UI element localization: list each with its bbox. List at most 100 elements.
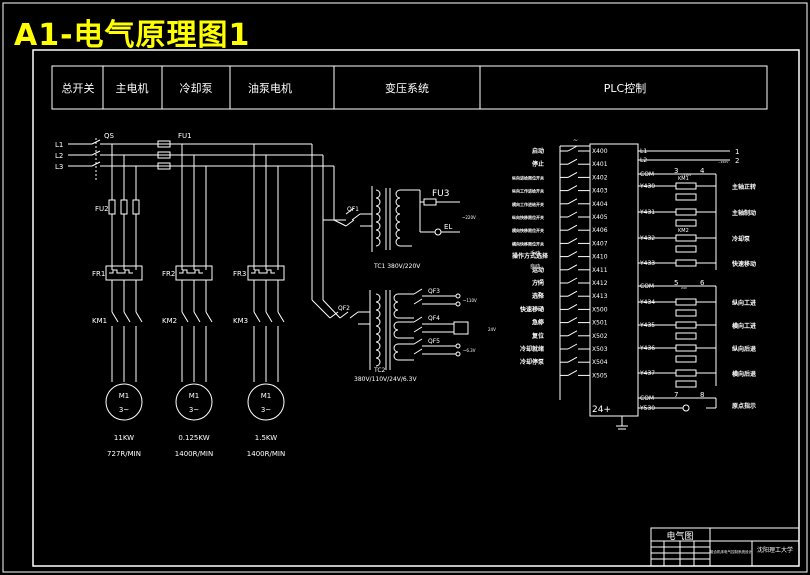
- header-coolant-pump: 冷却泵: [180, 82, 213, 95]
- qf3-label: QF3: [428, 288, 440, 295]
- plc-input-row: X411 运动: [532, 264, 608, 274]
- plc-input-label: 停止: [532, 160, 544, 168]
- input-contact: [567, 198, 578, 205]
- input-contact: [567, 158, 578, 165]
- input-contact: [567, 185, 578, 192]
- coil-km2-label: KM2: [678, 228, 689, 234]
- mode-select-label: 操作方式选择: [512, 252, 549, 260]
- el-label: EL: [444, 223, 452, 231]
- plc-output-label: 冷却泵: [732, 235, 751, 243]
- plc-output-code: Y435: [639, 322, 655, 329]
- motor3-speed: 1400R/MIN: [247, 450, 285, 458]
- tc2-ratio: 380V/110V/24V/6.3V: [354, 376, 417, 383]
- plc-top-label: ~: [573, 137, 578, 144]
- input-contact: [567, 369, 578, 376]
- plc-input-label: 复位: [531, 332, 544, 340]
- plc-input-label: 横向快移限位开关: [511, 240, 544, 246]
- term-small-24: 24V: [681, 286, 688, 290]
- input-contact: [567, 303, 578, 310]
- plc-input-row: X505: [560, 369, 608, 379]
- terminal-6: 6: [700, 279, 705, 287]
- page-title: A1-电气原理图1: [14, 18, 251, 53]
- plc-input-code: X406: [592, 227, 608, 234]
- plc-output-code: L1: [640, 148, 647, 155]
- qf1-label: QF1: [347, 206, 359, 213]
- motor2-power: 0.125KW: [178, 434, 209, 442]
- qs-label: QS: [104, 132, 115, 140]
- plc-input-code: X501: [592, 320, 608, 327]
- terminal-1: 1: [735, 148, 739, 156]
- power-circuit: [68, 138, 347, 421]
- plc-output-code: Y437: [639, 370, 655, 377]
- plc-24v-label: 24+: [592, 405, 611, 415]
- plc-input-code: X504: [592, 359, 608, 366]
- km1-label: KM1: [92, 317, 107, 325]
- plc-input-code: X405: [592, 214, 608, 221]
- plc-input-code: X411: [592, 267, 608, 274]
- plc-input-code: X412: [592, 280, 608, 287]
- plc-output-code: Y431: [639, 209, 655, 216]
- terminal-8: 8: [700, 391, 704, 399]
- term-small-110: ~110V: [681, 173, 692, 177]
- plc-input-code: X402: [592, 174, 608, 181]
- mode-auto-label: 自动: [530, 263, 540, 270]
- plc-output-code: Y432: [639, 235, 655, 242]
- header-table: 总开关 主电机 冷却泵 油泵电机 变压系统 PLC控制: [51, 65, 768, 110]
- title-block-drawing: 组合机床电气控制系统设计: [710, 549, 752, 554]
- header-main-switch: 总开关: [62, 81, 95, 95]
- line-l2-label: L2: [55, 152, 63, 160]
- plc-input-label: 快速移动: [519, 305, 544, 313]
- fu2-label: FU2: [95, 205, 109, 213]
- motor3-phase: 3~: [261, 406, 271, 414]
- coil-km1-label: KM1: [678, 176, 689, 182]
- sign-minus-x: -X: [536, 320, 542, 326]
- plc-output-label: 主轴正转: [732, 183, 756, 191]
- header-transformer: 变压系统: [385, 81, 429, 95]
- plc-output-label: 主轴制动: [732, 209, 756, 217]
- plc-output-code: COM: [640, 171, 654, 178]
- km3-label: KM3: [233, 317, 248, 325]
- terminal-2: 2: [735, 157, 739, 165]
- transformer-circuit: [329, 186, 469, 370]
- plc-body: [559, 143, 730, 430]
- motor2-phase: 3~: [189, 406, 199, 414]
- plc-output-label: 横向工进: [732, 322, 756, 330]
- plc-input-label: 运动: [532, 266, 544, 274]
- tc2-label: TC2: [373, 367, 386, 374]
- v220-label: ~220V: [462, 215, 476, 220]
- plc-output-code: Y433: [639, 260, 655, 267]
- plc-input-code: X404: [592, 201, 608, 208]
- input-contact: [567, 330, 578, 337]
- plc-output-code: Y430: [639, 183, 655, 190]
- line-l3-label: L3: [55, 163, 63, 171]
- plc-input-code: X500: [592, 306, 608, 313]
- motor1-phase: 3~: [119, 406, 129, 414]
- motor2-label: M1: [189, 392, 200, 400]
- terminal-5: 5: [674, 279, 678, 287]
- input-contact: [567, 290, 578, 297]
- motor3-label: M1: [261, 392, 272, 400]
- plc-output-label: 原点指示: [732, 402, 756, 410]
- fr1-label: FR1: [92, 270, 105, 278]
- plc-input-row: X500 快速移动: [519, 303, 608, 313]
- power-labels: L1 L2 L3 QS FU1 FU2 FR1 FR2 FR3 KM1 KM2 …: [55, 132, 285, 458]
- plc-output-code: COM: [640, 283, 654, 290]
- sign-plus-z: +Z: [536, 279, 544, 285]
- motor2-speed: 1400R/MIN: [175, 450, 213, 458]
- header-oil-pump: 油泵电机: [248, 81, 292, 95]
- fu1-label: FU1: [178, 132, 192, 140]
- header-main-motor: 主电机: [116, 81, 149, 95]
- sign-minus-z: -Z: [536, 292, 542, 298]
- plc-output-label: 横向后退: [732, 370, 756, 378]
- transformer-labels: QF1 QF2 QF3 QF4 QF5 FU3 EL TC1 380V/220V…: [338, 189, 496, 383]
